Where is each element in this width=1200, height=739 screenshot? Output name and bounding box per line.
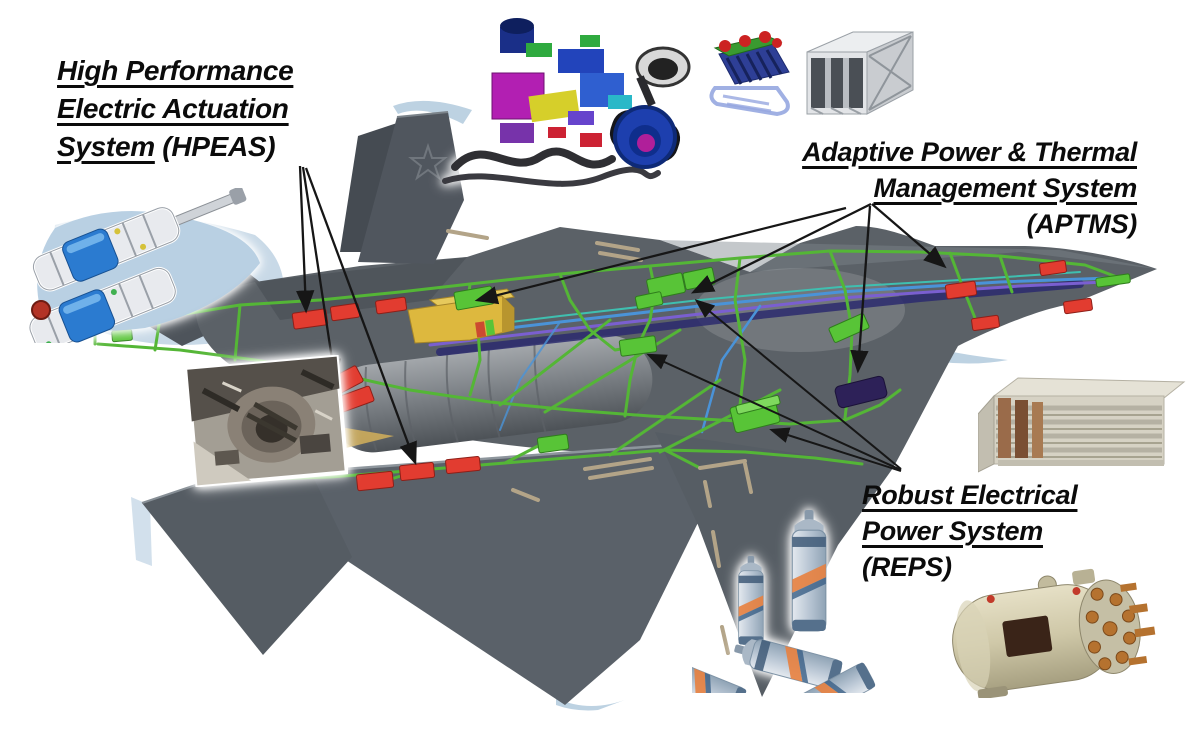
reps-line2: Power System [862, 516, 1043, 546]
electric-generator-image [952, 568, 1156, 698]
right-wing [655, 432, 893, 697]
electric-actuator-image [28, 188, 261, 343]
reps-arrow-1 [694, 299, 902, 470]
aptms-line1: Adaptive Power & Thermal [802, 137, 1137, 167]
aptms-arrow-2 [850, 205, 872, 374]
hpeas-line3-underlined: System [57, 131, 155, 162]
hpeas-arrow-2 [301, 166, 342, 383]
engine-gearbox-photo [186, 355, 348, 487]
callout-arrows [295, 165, 947, 472]
tailplane [142, 450, 352, 655]
star-emblem [408, 142, 448, 181]
aptms-arrow-3 [690, 202, 872, 294]
aptms-line3: (APTMS) [1026, 209, 1138, 239]
reps-label: Robust Electrical Power System (REPS) [862, 477, 1078, 585]
purple-avionics-box [834, 375, 888, 409]
aptms-turbomachine-image [442, 18, 691, 187]
aptms-arrow-1 [871, 203, 947, 269]
reps-arrow-3 [769, 427, 902, 472]
vertical-tails [340, 111, 464, 264]
hpeas-line3-plain: (HPEAS) [154, 131, 276, 162]
hpeas-line1: High Performance [57, 55, 294, 86]
reps-line3: (REPS) [862, 552, 952, 582]
engine-cylinder [329, 335, 653, 453]
storage-container-image [806, 31, 914, 115]
power-electronics-image [978, 377, 1186, 473]
main-wing [222, 443, 726, 705]
hpeas-arrow-3 [304, 167, 417, 466]
aptms-line2: Management System [873, 173, 1138, 203]
hpeas-label: High Performance Electric Actuation Syst… [57, 52, 294, 166]
heat-exchanger-image [709, 31, 790, 117]
hpeas-line2: Electric Actuation [57, 93, 289, 124]
hpeas-arrow-1 [295, 165, 315, 314]
reps-arrow-2 [646, 353, 902, 471]
aptms-label: Adaptive Power & Thermal Management Syst… [640, 134, 1137, 242]
reps-line1: Robust Electrical [862, 480, 1078, 510]
aptms-arrow-4 [474, 206, 847, 305]
battery-cells-image [692, 509, 877, 693]
